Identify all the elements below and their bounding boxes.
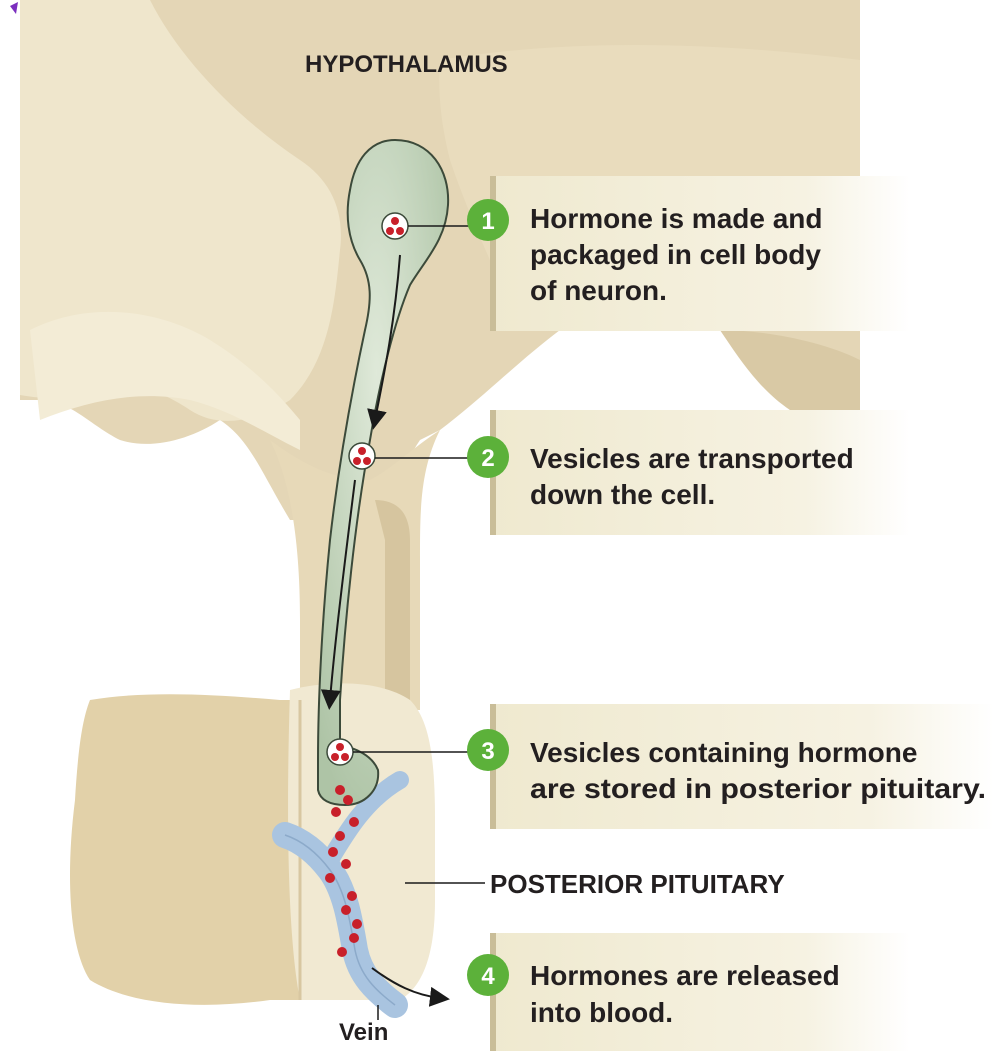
svg-text:of neuron.: of neuron. bbox=[530, 275, 667, 306]
vesicle-cluster-1 bbox=[382, 213, 408, 239]
hypothalamus-label: HYPOTHALAMUS bbox=[305, 51, 508, 78]
callout-panels bbox=[490, 176, 994, 1051]
svg-text:3: 3 bbox=[481, 738, 494, 765]
svg-text:are stored in posterior pituit: are stored in posterior pituitary. bbox=[530, 773, 986, 804]
vesicle-cluster-2 bbox=[349, 443, 375, 469]
vesicle-cluster-3 bbox=[327, 739, 353, 765]
svg-text:1: 1 bbox=[481, 208, 494, 235]
posterior-pituitary-label: POSTERIOR PITUITARY bbox=[490, 869, 785, 899]
step-badge-3: 3 bbox=[467, 729, 509, 771]
svg-text:4: 4 bbox=[481, 963, 495, 990]
svg-text:Hormone is made and: Hormone is made and bbox=[530, 203, 823, 234]
svg-text:into blood.: into blood. bbox=[530, 997, 673, 1028]
step-badge-4: 4 bbox=[467, 954, 509, 996]
svg-text:Hormones are released: Hormones are released bbox=[530, 960, 840, 991]
svg-text:Vesicles containing hormone: Vesicles containing hormone bbox=[530, 737, 917, 768]
svg-text:down the cell.: down the cell. bbox=[530, 479, 715, 510]
svg-text:Vesicles are transported: Vesicles are transported bbox=[530, 443, 854, 474]
step-badge-1: 1 bbox=[467, 199, 509, 241]
svg-text:packaged in cell body: packaged in cell body bbox=[530, 239, 821, 270]
svg-text:2: 2 bbox=[481, 445, 494, 472]
step-badge-2: 2 bbox=[467, 436, 509, 478]
vein-label: Vein bbox=[339, 1019, 388, 1046]
pituitary-gland bbox=[70, 683, 435, 1004]
